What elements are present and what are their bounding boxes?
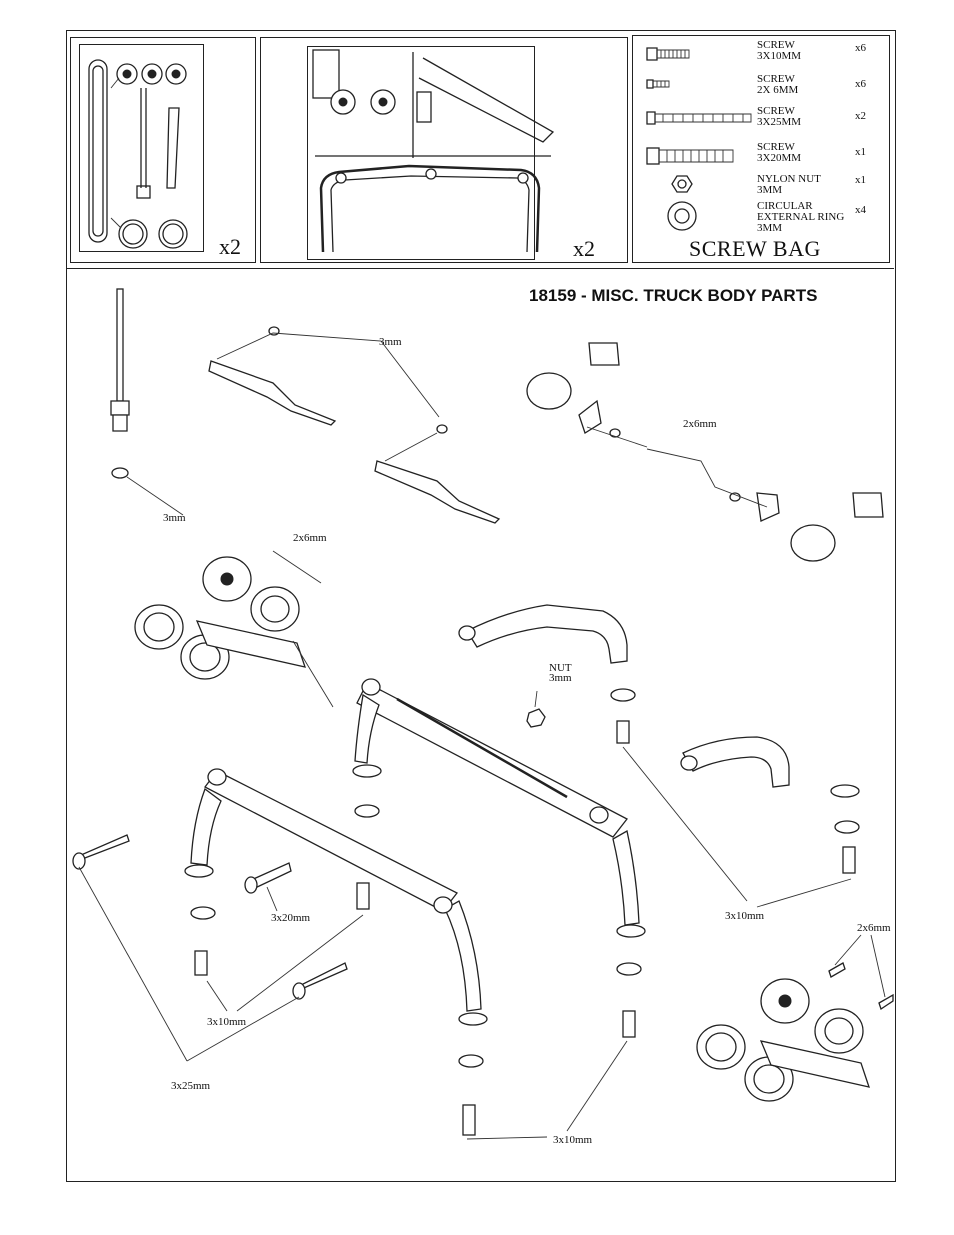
fasteners <box>72 688 860 1140</box>
instruction-sheet: x2 x2 <box>66 30 896 1182</box>
sprue-right-multiplier: x2 <box>573 236 595 261</box>
exploded-diagram <box>72 288 894 1140</box>
screw-bag-title: SCREW BAG <box>689 236 821 261</box>
screw-bag-item-size: 3x20mm <box>757 152 802 164</box>
screw-right-label: 3x10mm <box>725 910 765 922</box>
screw-bag-drawing <box>646 47 752 231</box>
lights-top-screw-label: 2x6mm <box>293 532 327 544</box>
screw-bag-item-qty: x4 <box>855 204 866 216</box>
screw-bag-item-size: 3x10mm <box>757 50 802 62</box>
screw-bag-item-name: SCREW <box>757 73 795 85</box>
screw-bag-item-size: 2x 6mm <box>757 84 799 96</box>
screw-bag-item-size: 3mm <box>757 184 783 196</box>
screw-bag-item-qty: x1 <box>855 174 866 186</box>
screw-bag-item-qty: x6 <box>855 42 866 54</box>
screw-bag-item-name: SCREW <box>757 141 795 153</box>
screw-bag-item-name: SCREW <box>757 105 795 117</box>
light-bar-top <box>134 550 334 708</box>
mirror-parts <box>526 342 884 562</box>
screw-bag-item-qty: x1 <box>855 146 866 158</box>
screw-bag-item-size: 3mm <box>757 222 783 234</box>
roll-bar-frame <box>184 604 860 1026</box>
screw-bag-item-name: SCREW <box>757 39 795 51</box>
screw-bag-item-qty: x2 <box>855 110 866 122</box>
screw-bag-item-size: 3x25mm <box>757 116 802 128</box>
diagram-title: 18159 - MISC. TRUCK BODY PARTS <box>529 286 818 305</box>
screw-left-front-label: 3x10mm <box>207 1016 247 1028</box>
cap-screw-label: 3x20mm <box>271 912 311 924</box>
screw-bag-item-qty: x6 <box>855 78 866 90</box>
antenna-part <box>110 288 184 516</box>
screw-bag-item-name: CIRCULAR EXTERNAL RING <box>757 200 845 223</box>
sprue-panel-right: x2 <box>260 37 628 263</box>
wiper-parts <box>208 326 501 524</box>
nut-size-label: 3mm <box>549 672 572 684</box>
ring-top-label: 3mm <box>379 336 402 348</box>
sprue-right-drawing <box>312 49 555 253</box>
ring-antenna-label: 3mm <box>163 512 186 524</box>
screw-bag-item-name: NYLON NUT <box>757 173 821 185</box>
screw-bag-panel: SCREW3x10mm x6 SCREW2x 6mm x6 SCREW3x25m… <box>632 35 890 263</box>
sprue-panel-left: x2 <box>70 37 256 263</box>
sprue-left-multiplier: x2 <box>219 234 241 259</box>
screw-bottom-label: 3x10mm <box>553 1134 593 1146</box>
lights-bottom-screw-label: 2x6mm <box>857 922 891 934</box>
screw-long-label: 3x25mm <box>171 1080 211 1092</box>
light-bar-bottom <box>696 934 894 1102</box>
nut-name-label: NUT <box>549 662 572 674</box>
mirror-screw-label: 2x6mm <box>683 418 717 430</box>
parts-band: x2 x2 <box>67 31 894 269</box>
sprue-left-drawing <box>88 59 188 249</box>
